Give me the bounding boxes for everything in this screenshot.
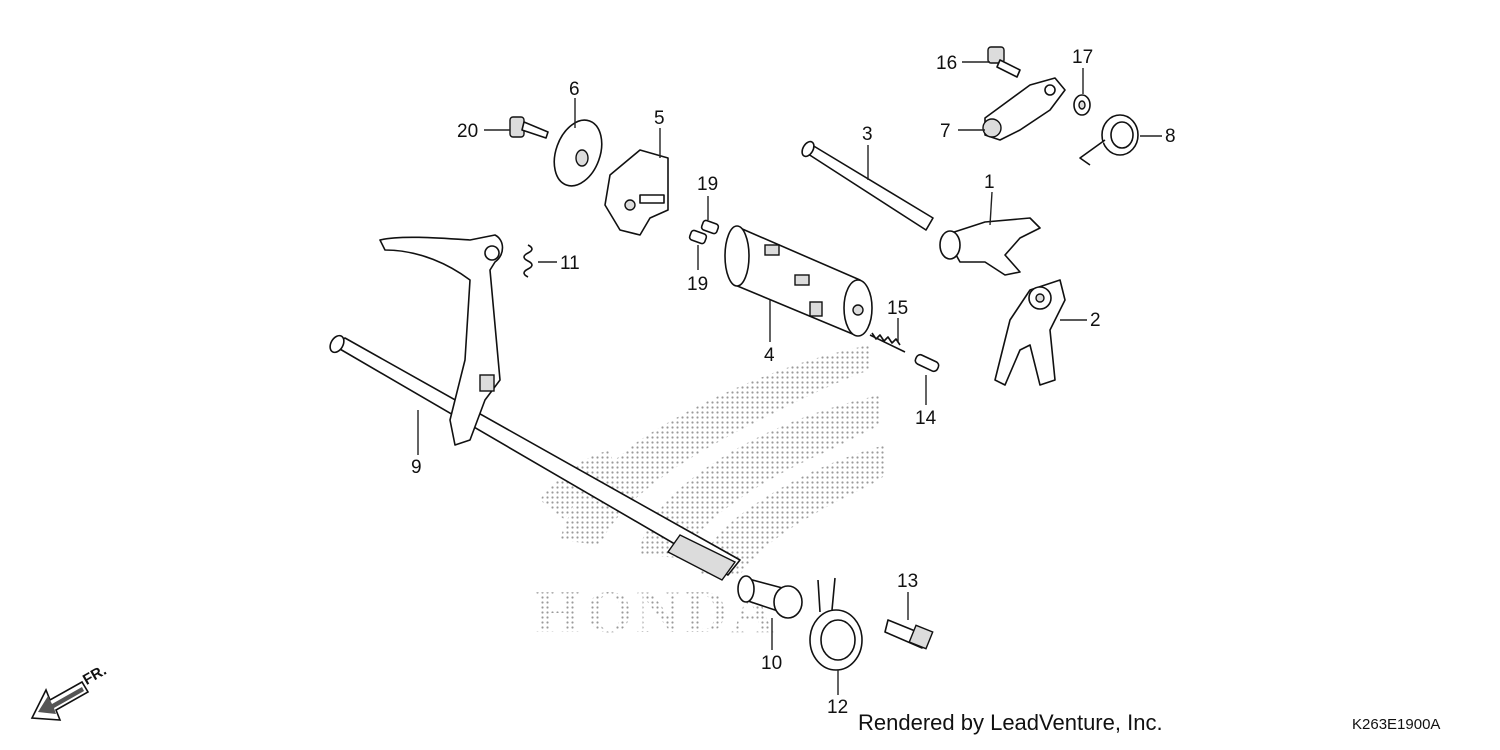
callout-5: 5 xyxy=(654,108,665,129)
callout-2: 2 xyxy=(1090,310,1101,331)
part-2-shift-fork xyxy=(994,279,1066,386)
leader-lines xyxy=(417,61,1162,695)
render-credit: Rendered by LeadVenture, Inc. xyxy=(858,710,1163,735)
part-1-shift-fork xyxy=(939,217,1041,276)
callout-9: 9 xyxy=(411,457,422,478)
part-5-stopper-plate xyxy=(604,149,669,236)
part-19-pins xyxy=(688,219,720,245)
callout-19-upper: 19 xyxy=(697,174,718,195)
callout-4: 4 xyxy=(764,345,775,366)
part-16-bolt xyxy=(987,46,1021,78)
callout-12: 12 xyxy=(827,697,848,718)
part-12-return-spring xyxy=(809,577,863,671)
callout-10: 10 xyxy=(761,653,782,674)
part-6-plate xyxy=(553,119,603,187)
part-15-spring xyxy=(869,332,906,353)
callout-15: 15 xyxy=(887,298,908,319)
part-17-washer xyxy=(1073,94,1091,116)
callout-labels: 1 2 3 4 5 6 7 8 9 10 11 12 13 14 15 16 1… xyxy=(411,47,1176,718)
callout-20: 20 xyxy=(457,121,478,142)
part-11-spring xyxy=(523,244,533,278)
part-13-pin-bolt xyxy=(884,619,934,650)
part-14-pin xyxy=(914,353,940,373)
callout-11: 11 xyxy=(560,253,580,274)
callout-1: 1 xyxy=(984,172,995,193)
honda-watermark-text: HONDA xyxy=(535,579,778,645)
callout-16: 16 xyxy=(936,53,957,74)
part-8-spring xyxy=(1079,114,1139,166)
callout-8: 8 xyxy=(1165,126,1176,147)
callout-19-lower: 19 xyxy=(687,274,708,295)
part-7-stopper-arm xyxy=(982,77,1066,141)
diagram-code: K263E1900A xyxy=(1352,716,1441,733)
callout-14: 14 xyxy=(915,408,937,429)
front-direction-arrow-icon xyxy=(30,680,90,721)
callout-17: 17 xyxy=(1072,47,1093,68)
honda-wing-watermark xyxy=(540,345,885,575)
callout-3: 3 xyxy=(862,124,873,145)
callout-6: 6 xyxy=(569,79,580,100)
part-3-fork-shaft xyxy=(801,140,934,231)
part-10-collar xyxy=(737,575,803,619)
part-4-shift-drum xyxy=(724,225,873,337)
part-9-shift-shaft xyxy=(329,234,741,581)
part-20-bolt xyxy=(509,116,549,139)
callout-13: 13 xyxy=(897,571,918,592)
callout-7: 7 xyxy=(940,121,951,142)
